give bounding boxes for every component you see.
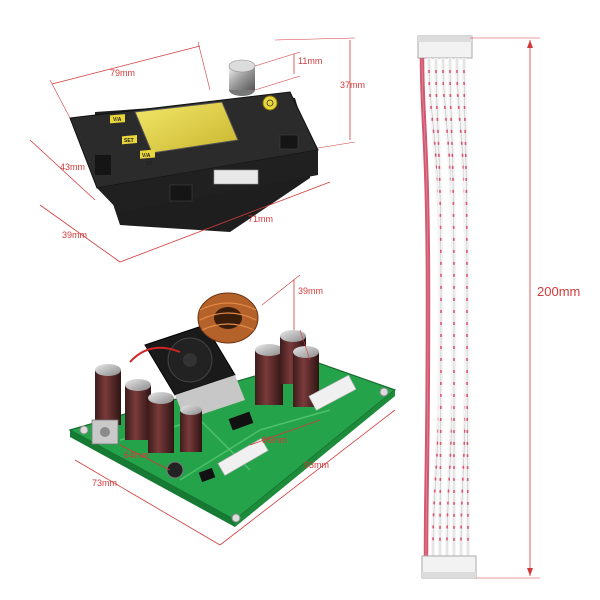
va-button-2-label: V/A [142,153,151,159]
m1-label: M1 [146,161,153,167]
side-clip [279,134,299,150]
va-button-2[interactable] [140,149,155,159]
va-button-label: V/A [113,117,122,123]
width-label: 79mm [110,68,135,78]
lcd-screen [134,101,239,154]
side-clip [95,155,111,175]
connector-slot [213,169,259,185]
rotary-knob[interactable] [228,59,256,96]
panel-module: V/A SET V/A M1 [69,59,319,232]
cable-length-label: 200mm [537,284,580,299]
toroid-inductor [197,292,259,344]
small-inductor [166,461,184,479]
panel-buttons: V/A SET V/A M1 [110,114,155,167]
cable-wire-outline [421,57,429,557]
cable-wire-marking [435,69,442,546]
mount-hole-a-label: 64mm [124,450,149,460]
bezel-depth-label: 39mm [62,230,87,240]
va-button[interactable] [110,114,125,124]
capacitors [95,330,319,453]
fan-hub-icon [183,353,197,367]
power-button[interactable] [262,95,278,111]
chip [198,467,216,483]
set-button[interactable] [122,135,137,145]
pcb-board [68,292,397,527]
body-width-label: 71mm [248,214,273,224]
screw-icon [100,427,110,437]
board-height-label: 39mm [298,286,323,296]
cable-dimension: 200mm [470,37,580,579]
knob-height-label: 11mm [298,56,322,66]
height-label: 37mm [340,80,365,90]
board-width-short-label: 73mm [92,478,117,488]
header-connector [217,438,269,476]
board-width-long-label: 93mm [304,460,329,470]
cable-wire-marking [449,69,455,545]
set-button-label: SET [124,138,134,144]
side-clip [169,184,193,202]
cable-wire-marking [463,69,469,546]
mount-hole-b-label: 86mm [262,435,287,445]
pcb-dimensions: 39mm 73mm 93mm 64mm 86mm [74,274,396,546]
header-connector [308,374,357,411]
panel-dimensions: 79mm 11mm 37mm 43mm 39mm 71mm [29,37,365,263]
cable-wire [419,57,431,557]
ribbon-cable [417,35,477,579]
depth-label: 43mm [60,162,85,172]
chip [228,411,254,431]
power-icon [266,99,274,107]
